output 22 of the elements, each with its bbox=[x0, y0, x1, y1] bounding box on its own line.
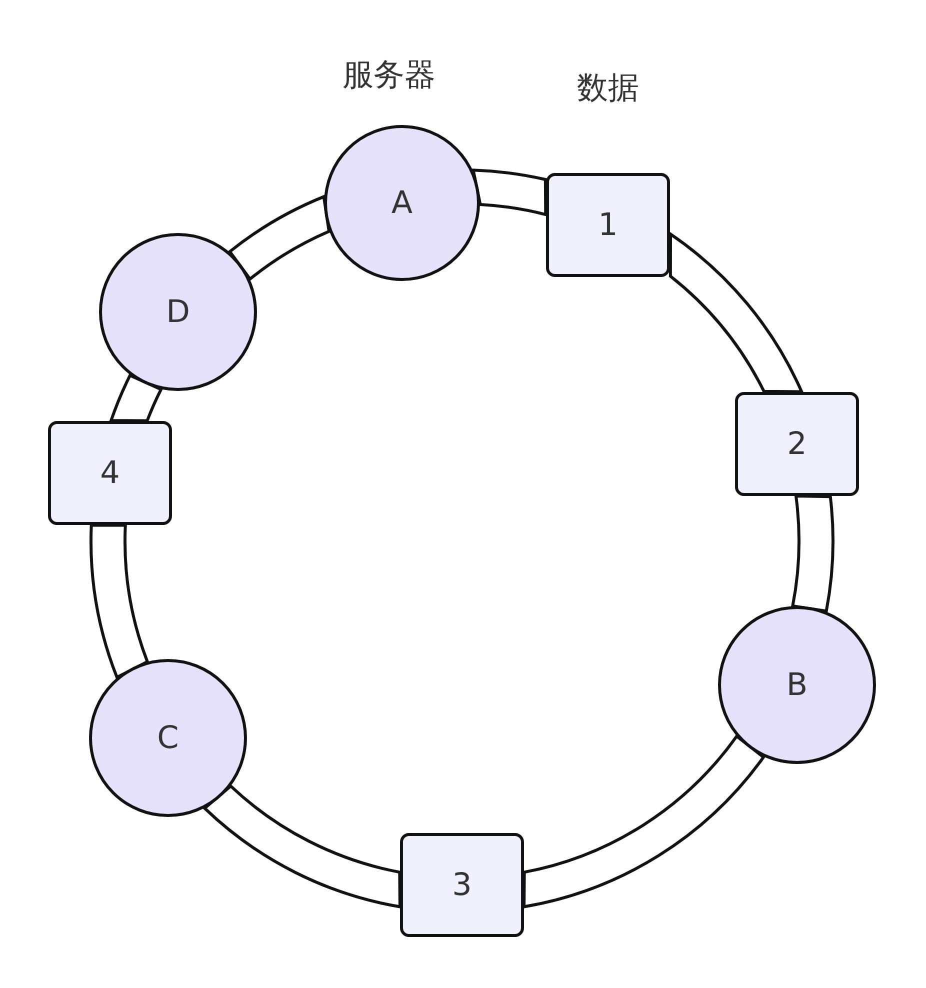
node-label: 2 bbox=[787, 426, 807, 462]
ring-segment bbox=[791, 494, 834, 613]
node-label: A bbox=[391, 185, 413, 221]
node-label: 3 bbox=[452, 867, 472, 903]
data-box bbox=[400, 833, 524, 937]
ring-segment bbox=[110, 374, 163, 422]
data-box bbox=[48, 421, 172, 525]
node-label: B bbox=[786, 667, 808, 703]
node-label: D bbox=[166, 294, 190, 330]
ring-segment bbox=[203, 784, 402, 908]
data-box bbox=[546, 173, 670, 277]
data-box bbox=[735, 392, 859, 496]
ring-segment bbox=[228, 195, 330, 280]
node-label: 4 bbox=[100, 455, 120, 491]
ring-segment bbox=[522, 734, 766, 908]
node-label: C bbox=[157, 720, 179, 756]
ring-segment bbox=[472, 168, 548, 216]
node-label: 1 bbox=[598, 207, 618, 243]
ring-segment bbox=[90, 524, 149, 679]
heading-label: 服务器 bbox=[342, 56, 436, 95]
heading-label: 数据 bbox=[577, 69, 639, 108]
ring-segment bbox=[668, 232, 804, 394]
